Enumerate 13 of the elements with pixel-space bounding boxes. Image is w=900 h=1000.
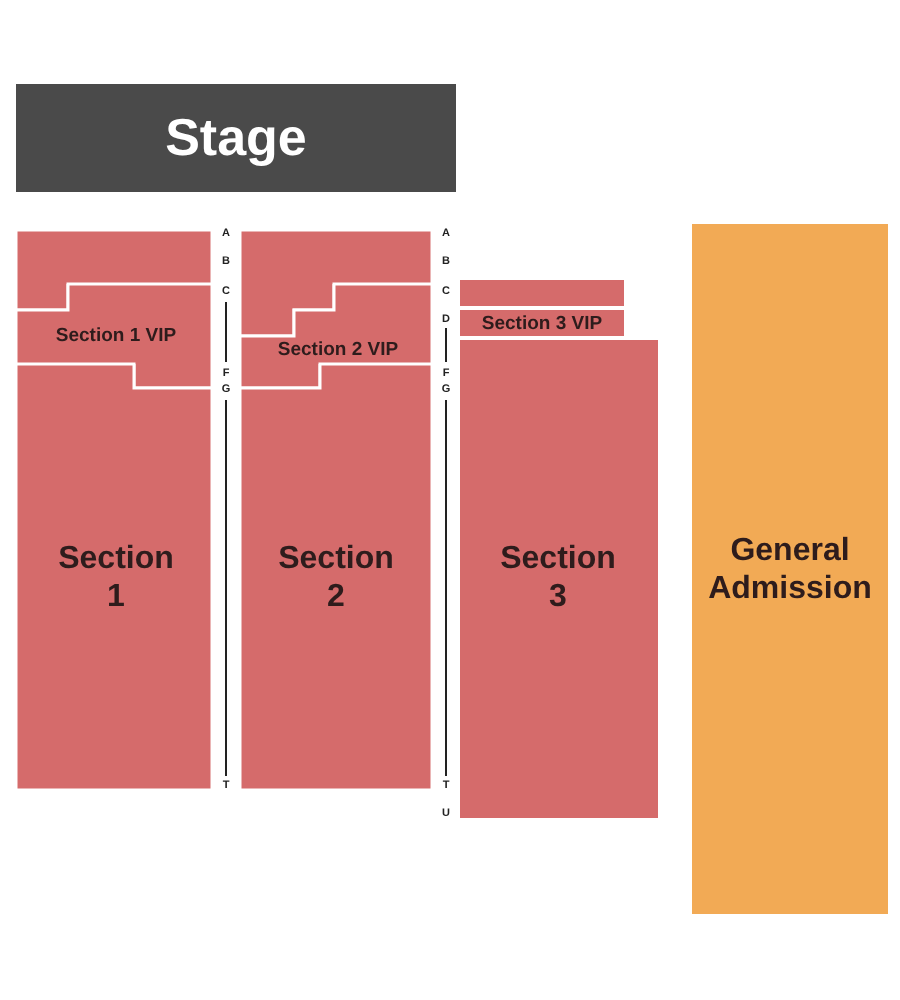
section-label: Section 1 (58, 539, 174, 617)
section-label: Section 3 (500, 539, 616, 617)
stage-label: Stage (165, 106, 307, 170)
seating-section (460, 340, 658, 818)
seating-section (460, 280, 624, 306)
section-label: Section 2 VIP (277, 338, 399, 362)
seating-section (460, 310, 624, 336)
stage-block (16, 84, 456, 192)
section-label: Section 3 VIP (481, 311, 603, 335)
section-label: Section 1 VIP (55, 324, 177, 348)
section-label: Section 2 (278, 539, 394, 617)
general-admission-area (692, 224, 888, 914)
section-label: General Admission (708, 531, 872, 609)
